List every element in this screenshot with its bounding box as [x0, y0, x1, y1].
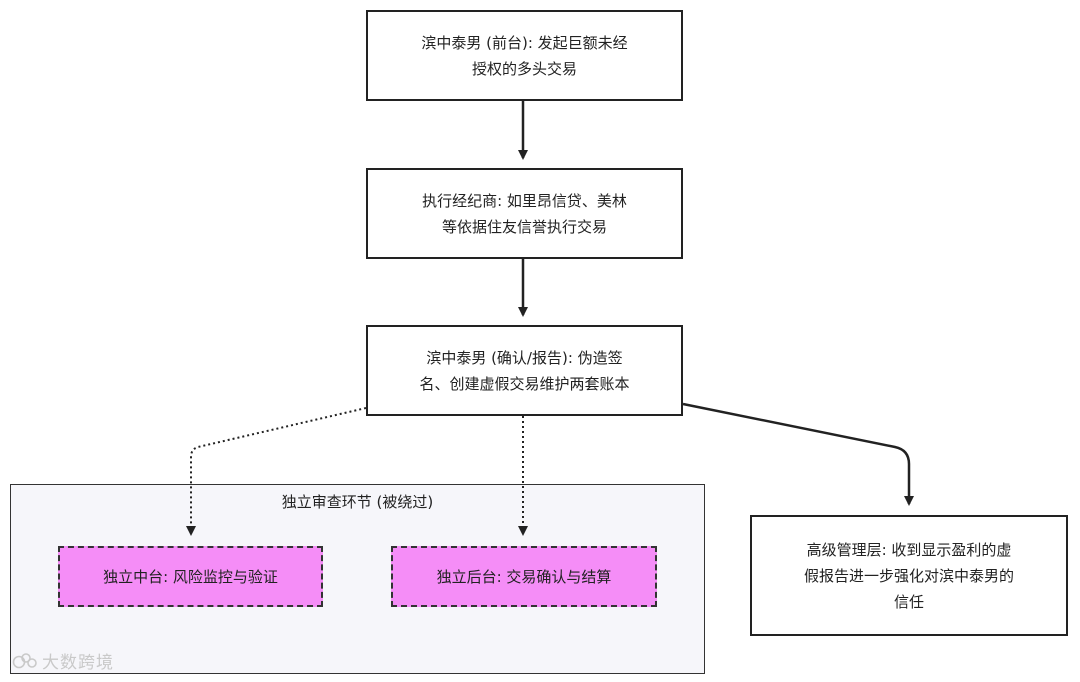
watermark-text: 大数跨境: [42, 653, 114, 673]
watermark: 大数跨境: [12, 648, 114, 673]
front-office-line1: 滨中泰男 (前台): 发起巨额未经: [421, 33, 628, 52]
edge-confirm-to-management: [682, 402, 914, 506]
management-line1: 高级管理层: 收到显示盈利的虚: [806, 540, 1012, 559]
senior-management-node[interactable]: 高级管理层: 收到显示盈利的虚 假报告进一步强化对滨中泰男的 信任: [750, 515, 1068, 636]
back-office-label: 独立后台: 交易确认与结算: [436, 568, 612, 586]
brokers-line1: 执行经纪商: 如里昂信贷、美林: [422, 191, 627, 210]
confirm-line2: 名、创建虚假交易维护两套账本: [419, 374, 630, 393]
middle-office-node[interactable]: 独立中台: 风险监控与验证: [58, 546, 323, 607]
front-office-node[interactable]: 滨中泰男 (前台): 发起巨额未经 授权的多头交易: [366, 10, 683, 101]
brokers-line2: 等依据住友信誉执行交易: [441, 217, 607, 236]
logo-icon: [12, 652, 37, 668]
back-office-node[interactable]: 独立后台: 交易确认与结算: [391, 546, 657, 607]
middle-office-label: 独立中台: 风险监控与验证: [103, 568, 278, 586]
confirm-report-node[interactable]: 滨中泰男 (确认/报告): 伪造签 名、创建虚假交易维护两套账本: [366, 325, 683, 416]
front-office-line2: 授权的多头交易: [471, 59, 577, 78]
management-line3: 信任: [893, 592, 924, 611]
subgraph-title: 独立审查环节 (被绕过): [281, 493, 434, 511]
brokers-node[interactable]: 执行经纪商: 如里昂信贷、美林 等依据住友信誉执行交易: [366, 168, 683, 259]
confirm-line1: 滨中泰男 (确认/报告): 伪造签: [426, 348, 623, 367]
management-line2: 假报告进一步强化对滨中泰男的: [803, 566, 1014, 585]
